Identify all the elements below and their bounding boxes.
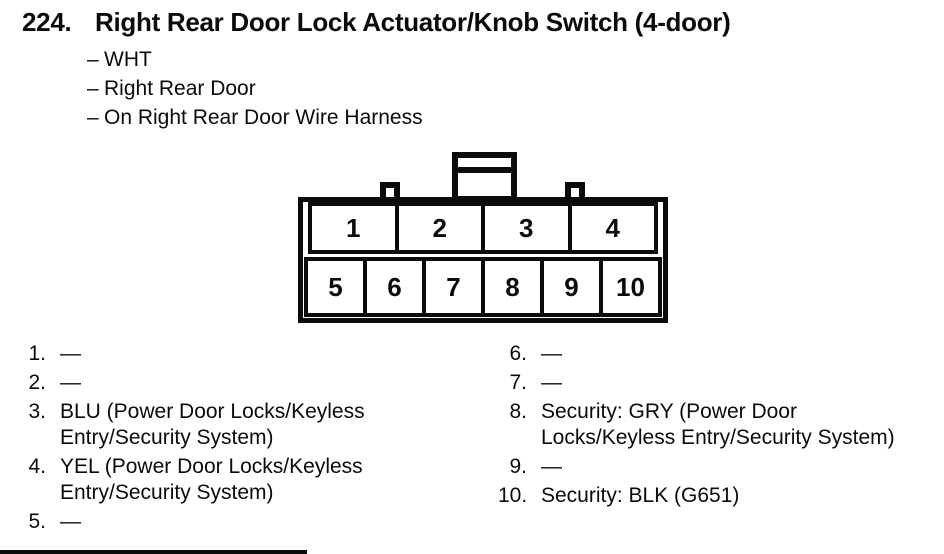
note-line: – Right Rear Door: [87, 74, 423, 103]
pin-row-4: 4. YEL (Power Door Locks/Keyless Entry/S…: [26, 454, 426, 506]
section-divider-rule: [0, 550, 307, 554]
pin-number: 1.: [28, 342, 46, 365]
pin-description: —: [60, 342, 81, 365]
pin-description: —: [60, 371, 81, 394]
cavity-9: 9: [540, 257, 603, 317]
pin-row-9: 9. —: [498, 454, 923, 480]
pin-number: 7.: [509, 371, 527, 394]
pin-list-right: 6. — 7. — 8. Security: GRY (Power Door L…: [498, 341, 923, 512]
pin-list-left: 1. — 2. — 3. BLU (Power Door Locks/Keyle…: [26, 341, 426, 538]
pin-number: 4.: [28, 455, 46, 478]
pin-description: —: [541, 342, 562, 365]
page-title: Right Rear Door Lock Actuator/Knob Switc…: [95, 7, 731, 37]
pin-number: 2.: [28, 371, 46, 394]
section-heading: 224. Right Rear Door Lock Actuator/Knob …: [22, 7, 731, 37]
dash-marker: –: [87, 106, 99, 129]
section-number: 224.: [22, 7, 72, 37]
pin-number: 10.: [498, 484, 528, 507]
connector-notes: – WHT – Right Rear Door – On Right Rear …: [87, 45, 423, 132]
pin-number: 3.: [28, 400, 46, 423]
pin-row-6: 6. —: [498, 341, 923, 367]
connector-bottom-row: 5 6 7 8 9 10: [304, 257, 662, 317]
note-line: – On Right Rear Door Wire Harness: [87, 103, 423, 132]
cavity-3: 3: [481, 202, 572, 254]
dash-marker: –: [87, 77, 99, 100]
pin-description: YEL (Power Door Locks/Keyless Entry/Secu…: [60, 455, 363, 504]
note-location: Right Rear Door: [104, 77, 256, 100]
pin-description: —: [541, 371, 562, 394]
pin-number: 8.: [509, 400, 527, 423]
pin-description: —: [541, 455, 562, 478]
connector-body: 1 2 3 4 5 6 7 8 9 10: [298, 197, 668, 323]
connector-latch-tab: [452, 152, 517, 202]
cavity-6: 6: [363, 257, 426, 317]
pin-row-1: 1. —: [26, 341, 426, 367]
pin-row-2: 2. —: [26, 370, 426, 396]
pin-number: 5.: [28, 510, 46, 533]
pin-row-5: 5. —: [26, 509, 426, 535]
pin-row-3: 3. BLU (Power Door Locks/Keyless Entry/S…: [26, 399, 426, 451]
pin-description: —: [60, 510, 81, 533]
pin-description: Security: GRY (Power Door Locks/Keyless …: [541, 400, 895, 449]
pin-number: 9.: [509, 455, 527, 478]
cavity-10: 10: [599, 257, 662, 317]
note-line: – WHT: [87, 45, 423, 74]
cavity-4: 4: [567, 202, 658, 254]
pin-row-10: 10. Security: BLK (G651): [498, 483, 923, 509]
pin-row-7: 7. —: [498, 370, 923, 396]
pin-number: 6.: [509, 342, 527, 365]
note-harness: On Right Rear Door Wire Harness: [104, 106, 423, 129]
cavity-2: 2: [394, 202, 485, 254]
pin-description: Security: BLK (G651): [541, 484, 740, 507]
connector-top-row: 1 2 3 4: [308, 202, 658, 254]
cavity-1: 1: [308, 202, 399, 254]
note-color: WHT: [104, 48, 152, 71]
cavity-5: 5: [304, 257, 367, 317]
pin-row-8: 8. Security: GRY (Power Door Locks/Keyle…: [498, 399, 923, 451]
cavity-8: 8: [481, 257, 544, 317]
pin-description: BLU (Power Door Locks/Keyless Entry/Secu…: [60, 400, 365, 449]
dash-marker: –: [87, 48, 99, 71]
cavity-7: 7: [422, 257, 485, 317]
latch-tab-divider: [458, 158, 511, 173]
